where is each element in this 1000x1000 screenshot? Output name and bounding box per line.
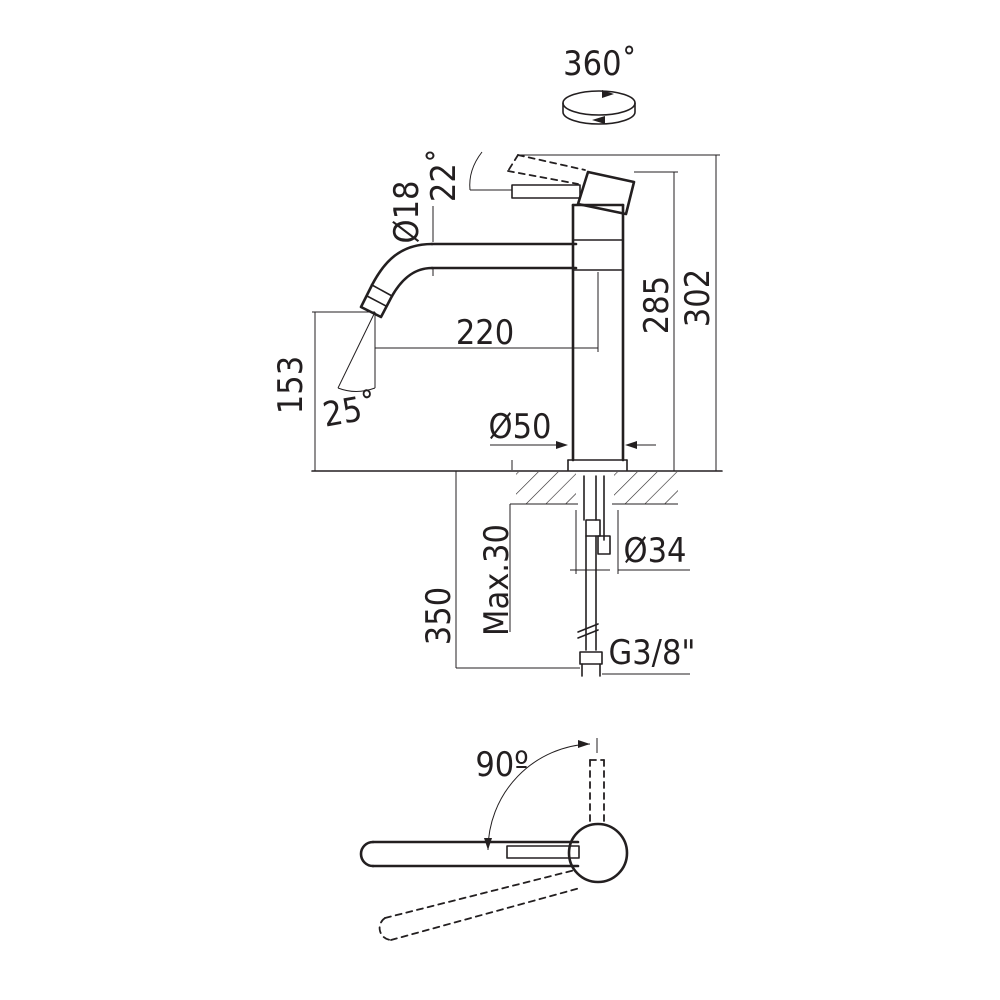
height-302-label: 302 <box>678 269 718 327</box>
handle-angle-label: 22˚ <box>424 148 464 202</box>
top-view <box>359 738 629 941</box>
swivel-angle-label: 90º <box>475 745 528 785</box>
supply-hoses <box>577 475 611 677</box>
countertop <box>311 470 723 505</box>
spout <box>359 242 578 319</box>
rotation-label: 360˚ <box>563 44 637 84</box>
spout-diameter-label: Ø18 <box>387 181 427 244</box>
hose-length-label: 350 <box>419 587 459 645</box>
spout-angle-label: 25˚ <box>320 387 380 436</box>
rotation-arrow-icon <box>562 90 636 125</box>
handle-lever <box>507 154 636 216</box>
dimension-lines <box>312 151 720 675</box>
connection-label: G3/8" <box>609 633 696 673</box>
body-diameter-label: Ø50 <box>489 407 552 447</box>
spout-reach-label: 220 <box>456 313 514 353</box>
height-285-label: 285 <box>637 276 677 334</box>
shank-diameter-label: Ø34 <box>624 531 687 571</box>
max-thickness-label: Max.30 <box>477 524 517 636</box>
faucet-body <box>567 203 628 471</box>
spout-height-label: 153 <box>271 356 311 414</box>
